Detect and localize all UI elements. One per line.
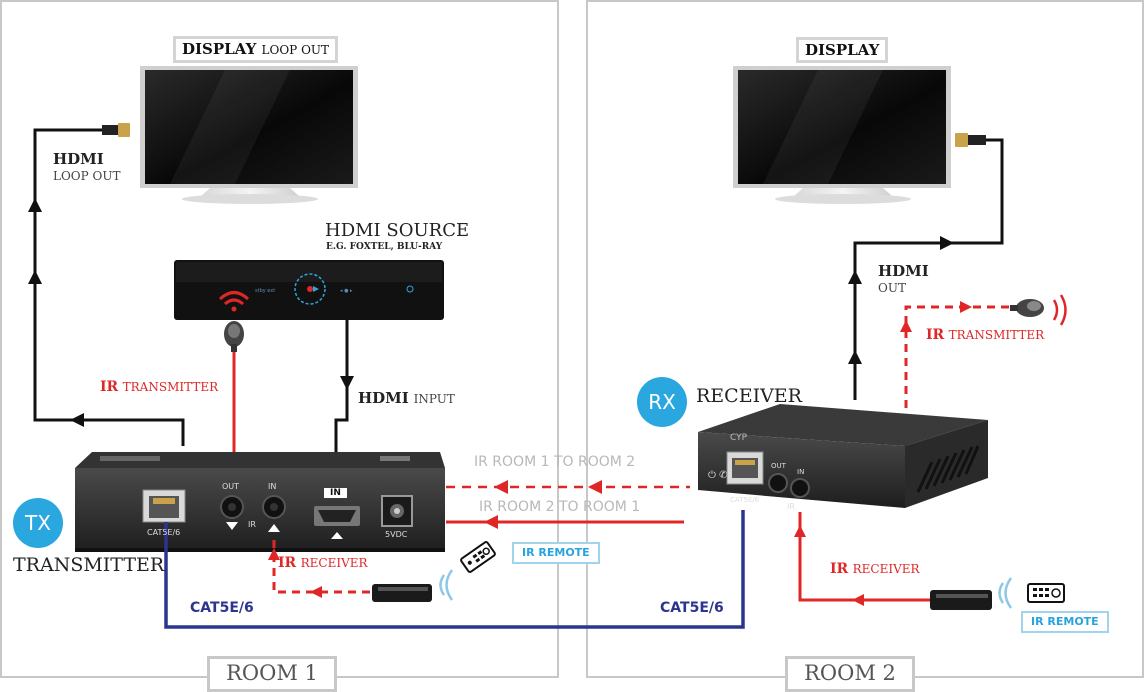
hdmi-input-label: HDMI INPUT [358, 389, 455, 407]
ir-rx-rest: RECEIVER [300, 556, 368, 570]
arrow-left-room1-a [494, 480, 508, 494]
arrow-up-ir-receiver-room1 [268, 548, 280, 560]
ir-tx2-bold: IR [926, 327, 945, 343]
ir-receiver-label-room2: IR RECEIVER [830, 561, 920, 577]
ir-emitter-room1 [224, 321, 244, 352]
ir-receiver-label-room1: IR RECEIVER [278, 555, 368, 571]
ir-room1-to-room2-label: IR ROOM 1 TO ROOM 2 [474, 454, 636, 470]
tx-in-port-label: IN [268, 482, 277, 491]
tx-out-port-label: OUT [222, 482, 240, 491]
ir-remote-tag-room2: IR REMOTE [1021, 611, 1109, 633]
svg-text:◂ ● ▸: ◂ ● ▸ [340, 288, 353, 294]
hdmi-out-label: HDMI [878, 262, 929, 280]
display-label-rest: LOOP OUT [261, 43, 330, 57]
arrow-up-ir-rx-room2 [794, 525, 806, 537]
svg-text:⏻ ✆: ⏻ ✆ [708, 470, 727, 481]
arrow-up-loop-2 [28, 198, 42, 212]
hdmi-plug-out [955, 133, 986, 147]
tx-badge: TX [13, 498, 63, 548]
ir-tx-rest: TRANSMITTER [122, 380, 219, 394]
cat-label-room2: CAT5E/6 [660, 600, 724, 616]
ir-room2-to-room1-label: IR ROOM 2 TO ROOM 1 [479, 499, 641, 515]
arrow-left-ir-rx-room2 [852, 594, 864, 606]
arrow-left-ir-receiver-room1 [310, 586, 322, 598]
svg-text:stby ext: stby ext [255, 288, 275, 294]
rx-out-port-label: OUT [771, 462, 786, 470]
ir-remote-tag-room1: IR REMOTE [512, 542, 600, 564]
ir-signal-source-icon [218, 291, 250, 312]
room-2-label: ROOM 2 [785, 656, 915, 692]
tx-unit [75, 452, 445, 552]
display-loop-out-label: DISPLAY LOOP OUT [173, 36, 339, 63]
tx-ir-port-label: IR [248, 520, 256, 529]
ir-transmitter-label-room2: IR TRANSMITTER [926, 327, 1044, 343]
hdmi-source-title: HDMI SOURCE [325, 220, 470, 241]
tx-label: TRANSMITTER [13, 554, 165, 576]
hdmi-source-box: stby ext ◂ ● ▸ [174, 260, 444, 320]
hdmi-input-bold: HDMI [358, 389, 409, 407]
ir-remote-signal-room1 [439, 569, 454, 601]
arrow-up-hdmi-out-1 [848, 270, 862, 284]
ir-remote-signal-room2 [998, 577, 1013, 609]
rx-label: RECEIVER [696, 385, 802, 407]
rx-ir-port-label: IR [787, 502, 795, 511]
display-tv-room2 [733, 66, 951, 204]
hdmi-plug-loop-out [102, 123, 130, 137]
ir-receiver-sensor-room2 [930, 590, 992, 610]
arrow-up-hdmi-out-2 [848, 350, 862, 364]
cat-cable [164, 510, 745, 629]
hdmi-loop-out-sub: LOOP OUT [53, 169, 121, 183]
hdmi-source-subtitle: E.G. FOXTEL, BLU-RAY [326, 242, 443, 252]
arrow-right-hdmi-out [940, 236, 954, 250]
hdmi-loop-out-label: HDMI [53, 150, 104, 168]
hdmi-loop-out-cable [33, 128, 185, 446]
arrow-up-ir-tx-room2 [900, 320, 912, 332]
hdmi-input-cable [334, 320, 349, 478]
ir-tx-bold: IR [100, 379, 119, 395]
rx-cat-port-label: CAT5E/6 [730, 496, 760, 504]
ir-transmitter-label-room1: IR TRANSMITTER [100, 379, 218, 395]
display-label-room2: DISPLAY [796, 37, 889, 63]
room-1-label: ROOM 1 [207, 656, 337, 692]
tx-cat-port-label: CAT5E/6 [147, 528, 181, 537]
rx-unit: ⏻ ✆ CYP [698, 404, 988, 508]
svg-text:CYP: CYP [730, 433, 748, 443]
rx-in-port-label: IN [797, 468, 805, 476]
arrow-up-loop-1 [28, 270, 42, 284]
hdmi-out-cable [853, 138, 1004, 400]
ir-tx2-rest: TRANSMITTER [948, 328, 1045, 342]
arrow-right-ir-tx-room2 [960, 301, 972, 313]
rx-badge: RX [637, 377, 687, 427]
cat-label-room1: CAT5E/6 [190, 600, 254, 616]
ir-signal-room2-icon [1052, 294, 1067, 326]
ir-rx2-bold: IR [830, 561, 849, 577]
hdmi-out-sub: OUT [878, 281, 906, 295]
display-loop-out-tv [140, 66, 358, 204]
arrow-down-hdmi-input [340, 376, 354, 390]
arrow-left-room2-a [484, 515, 498, 529]
ir-receiver-sensor-room1 [372, 584, 432, 602]
ir-receiver-line-room2 [798, 512, 930, 602]
arrow-left-loop [70, 413, 84, 427]
tx-hdmi-port-label: IN [324, 488, 347, 498]
tx-power-port-label: 5VDC [385, 530, 408, 539]
ir-remote-room1 [460, 541, 496, 573]
display-label-bold: DISPLAY [182, 40, 257, 58]
ir-remote-room2 [1027, 583, 1065, 603]
ir-rx2-rest: RECEIVER [852, 562, 920, 576]
ir-emitter-room2 [1010, 299, 1044, 317]
arrow-left-room1-b [588, 480, 602, 494]
hdmi-input-rest: INPUT [413, 392, 455, 406]
ir-rx-bold: IR [278, 555, 297, 571]
